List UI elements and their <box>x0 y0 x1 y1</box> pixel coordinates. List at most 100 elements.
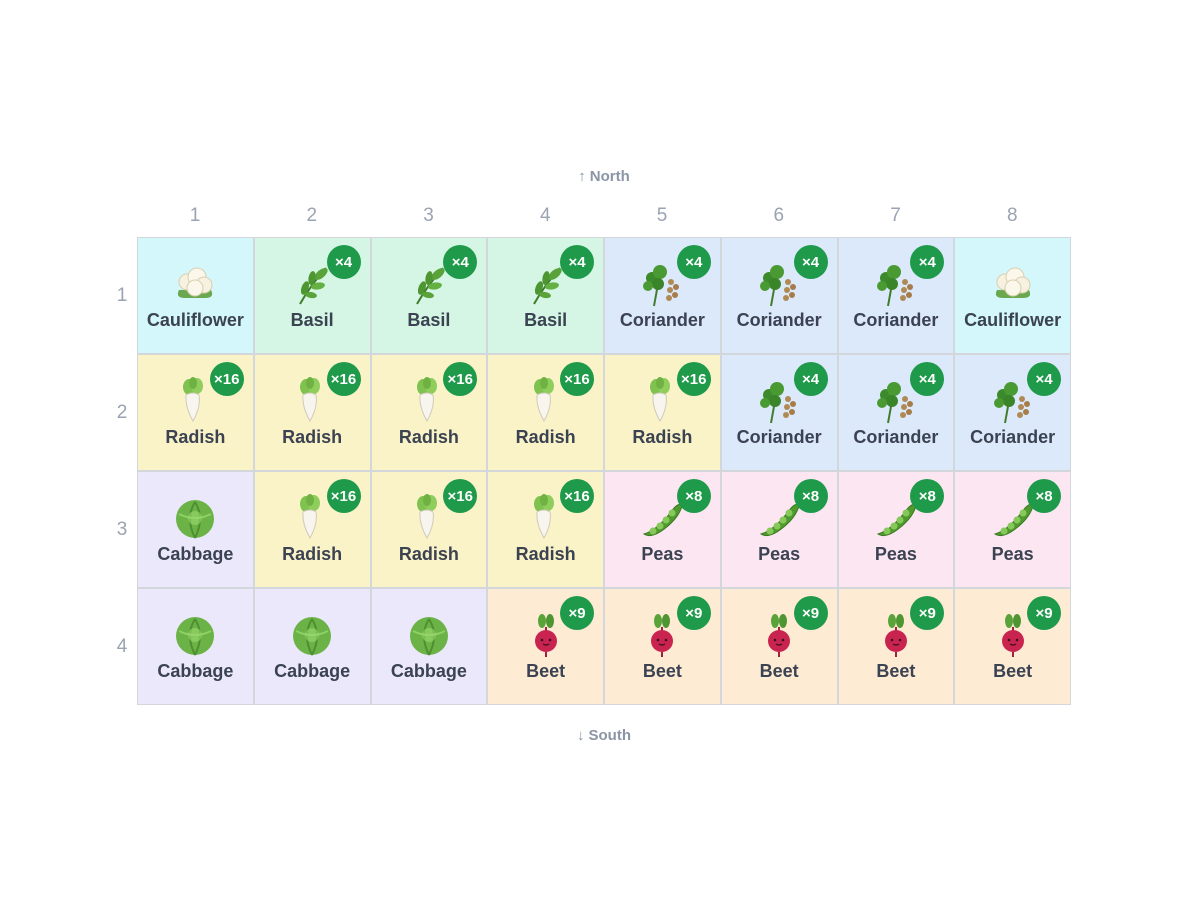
plant-count-badge: ×9 <box>560 596 594 630</box>
plot-cell-radish[interactable]: Radish×16 <box>370 471 488 588</box>
arrow-up-icon: ↑ <box>578 168 586 185</box>
plot-crop-label: Coriander <box>619 310 705 330</box>
plot-cell-radish[interactable]: Radish×16 <box>253 471 371 588</box>
column-header-4: 4 <box>539 205 551 226</box>
plot-cell-peas[interactable]: Peas×8 <box>720 471 838 588</box>
cauliflower-icon <box>989 260 1037 308</box>
plot-cell-coriander[interactable]: Coriander×4 <box>720 354 838 471</box>
plot-cell-radish[interactable]: Radish×16 <box>487 471 604 588</box>
plant-count-badge: ×4 <box>910 245 945 279</box>
plot-cell-coriander[interactable]: Coriander×4 <box>837 354 955 471</box>
plant-count-badge: ×9 <box>793 596 828 630</box>
cauliflower-icon <box>171 260 219 308</box>
plant-count-badge: ×9 <box>1027 596 1061 630</box>
plant-count-badge: ×8 <box>676 479 711 513</box>
plant-count-badge: ×16 <box>443 479 478 513</box>
plot-cell-radish[interactable]: Radish×16 <box>253 354 371 471</box>
plot-cell-peas[interactable]: Peas ×8 <box>954 471 1071 588</box>
plot-crop-label: Peas <box>874 544 917 564</box>
plot-crop-label: Coriander <box>853 310 939 330</box>
plot-crop-label: Radish <box>515 544 576 564</box>
plot-cell-beet[interactable]: Beet×9 <box>604 588 721 705</box>
beet-icon <box>989 611 1037 659</box>
plant-count-badge: ×9 <box>910 596 945 630</box>
plant-count-badge: ×4 <box>560 245 594 279</box>
plant-count-badge: ×16 <box>326 362 361 396</box>
plot-cell-radish[interactable]: Radish×16 <box>370 354 488 471</box>
plot-crop-label: Beet <box>526 661 566 681</box>
coriander-icon <box>989 377 1037 425</box>
column-header-3: 3 <box>423 205 434 226</box>
beet-icon <box>755 611 803 659</box>
plot-cell-beet[interactable]: Beet ×9 <box>720 588 838 705</box>
plot-crop-label: Beet <box>993 661 1033 681</box>
column-header-1: 1 <box>189 205 201 226</box>
basil-icon <box>405 260 453 308</box>
radish-icon <box>522 377 570 425</box>
plot-crop-label: Coriander <box>853 427 939 447</box>
plant-count-badge: ×4 <box>793 362 828 396</box>
row-header-3: 3 <box>116 518 128 540</box>
plot-cell-radish[interactable]: Radish ×16 <box>604 354 721 471</box>
north-text: North <box>589 168 630 185</box>
plot-cell-cabbage[interactable]: Cabbage <box>137 588 254 705</box>
plot-cell-cabbage[interactable]: Cabbage <box>137 471 254 588</box>
plant-count-badge: ×4 <box>1027 362 1061 396</box>
plot-cell-cauliflower[interactable]: Cauliflower <box>954 237 1071 354</box>
plot-cell-coriander[interactable]: Coriander ×4 <box>837 237 955 354</box>
cabbage-icon <box>171 494 219 542</box>
coriander-icon <box>638 260 686 308</box>
coriander-icon <box>755 377 803 425</box>
coriander-icon <box>872 377 920 425</box>
plant-count-badge: ×16 <box>676 362 711 396</box>
plot-cell-coriander[interactable]: Coriander×4 <box>720 237 838 354</box>
arrow-down-icon: ↓ <box>577 727 585 744</box>
plot-crop-label: Peas <box>991 544 1034 564</box>
beet-icon <box>522 611 570 659</box>
radish-icon <box>171 377 219 425</box>
plant-count-badge: ×16 <box>560 362 594 396</box>
plot-crop-label: Beet <box>759 661 799 681</box>
south-text: South <box>588 727 632 744</box>
plot-cell-beet[interactable]: Beet ×9 <box>487 588 604 705</box>
plot-cell-peas[interactable]: Peas×8 <box>604 471 721 588</box>
plot-crop-label: Radish <box>632 427 693 447</box>
column-header-8: 8 <box>1006 205 1018 226</box>
plant-count-badge: ×8 <box>1027 479 1061 513</box>
plot-cell-radish[interactable]: Radish ×16 <box>487 354 604 471</box>
plot-crop-label: Cabbage <box>157 544 234 564</box>
radish-icon <box>288 494 336 542</box>
row-header-2: 2 <box>116 401 128 423</box>
plot-cell-peas[interactable]: Peas×8 <box>837 471 955 588</box>
plot-cell-cauliflower[interactable]: Cauliflower <box>137 237 254 354</box>
plot-cell-beet[interactable]: Beet ×9 <box>954 588 1071 705</box>
basil-icon <box>288 260 336 308</box>
plot-cell-beet[interactable]: Beet×9 <box>837 588 955 705</box>
plot-cell-cabbage[interactable]: Cabbage <box>370 588 488 705</box>
radish-icon <box>405 377 453 425</box>
plot-crop-label: Beet <box>642 661 682 681</box>
plot-crop-label: Cauliflower <box>964 310 1062 330</box>
plot-cell-radish[interactable]: Radish×16 <box>137 354 254 471</box>
plot-cell-cabbage[interactable]: Cabbage <box>253 588 371 705</box>
plot-cell-basil[interactable]: Basil×4 <box>370 237 488 354</box>
plot-crop-label: Basil <box>407 310 451 330</box>
basil-icon <box>522 260 570 308</box>
plot-crop-label: Coriander <box>970 427 1056 447</box>
row-header-4: 4 <box>116 635 128 657</box>
plant-count-badge: ×8 <box>793 479 828 513</box>
plot-cell-coriander[interactable]: Coriander×4 <box>604 237 721 354</box>
plot-cell-basil[interactable]: Basil×4 <box>253 237 371 354</box>
column-header-7: 7 <box>890 205 901 226</box>
plot-cell-basil[interactable]: Basil×4 <box>487 237 604 354</box>
south-label: ↓South <box>137 727 1071 744</box>
plot-crop-label: Radish <box>282 544 343 564</box>
cabbage-icon <box>405 611 453 659</box>
coriander-icon <box>872 260 920 308</box>
plot-crop-label: Cabbage <box>390 661 467 681</box>
plot-crop-label: Radish <box>165 427 226 447</box>
plot-crop-label: Radish <box>515 427 576 447</box>
plant-count-badge: ×4 <box>326 245 361 279</box>
plot-cell-coriander[interactable]: Coriander ×4 <box>954 354 1071 471</box>
